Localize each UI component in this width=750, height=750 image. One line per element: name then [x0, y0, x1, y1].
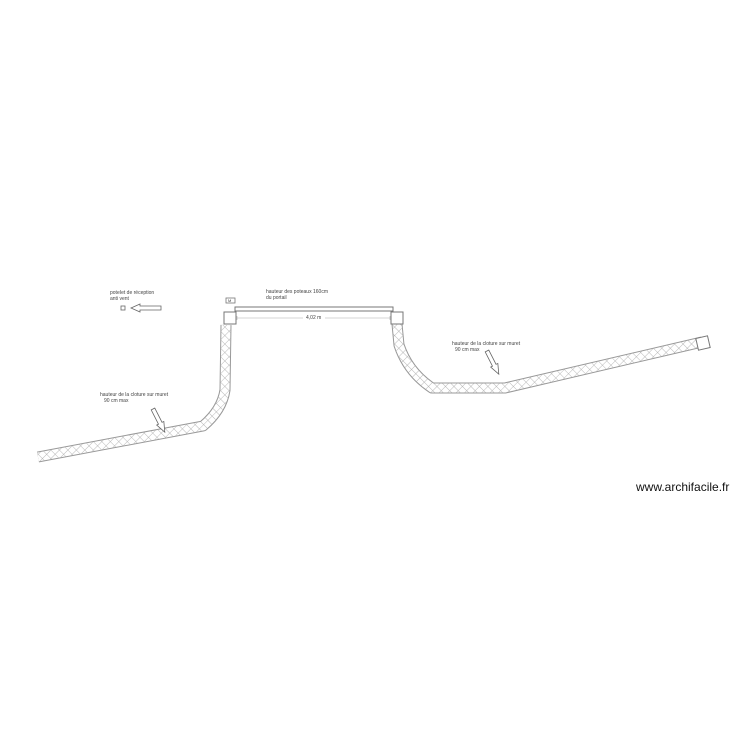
posts-height-label-line2: du portail [266, 295, 287, 301]
receiver-post-label-line2: anti vent [110, 296, 129, 302]
arrow-down-left-fence-icon [150, 407, 166, 434]
posts-height-label-line1: hauteur des poteaux 160cm [266, 289, 328, 295]
left-fence-wall [36, 324, 232, 463]
arrow-down-right-fence-icon [484, 349, 500, 376]
receiver-post-label-line1: poteIet de réception [110, 290, 155, 296]
left-fence-height-label-line1: hauteur de la cloture sur muret [100, 392, 169, 398]
right-fence-wall [391, 323, 704, 394]
watermark: www.archifacile.fr [636, 480, 730, 494]
gate-width-dimension: 4,02 m [306, 315, 322, 321]
gate-marker-label: M [228, 298, 232, 303]
receiver-post [120, 305, 126, 311]
right-fence-height-label-line2: 90 cm max [455, 347, 480, 353]
gate-leaf [234, 306, 394, 312]
gate-dimension-line [236, 315, 391, 321]
gate-marker-box [225, 297, 236, 304]
arrow-left-icon [130, 303, 162, 313]
right-fence-height-label-line1: hauteur de la cloture sur muret [452, 341, 521, 347]
left-fence-height-label-line2: 90 cm max [104, 398, 129, 404]
gate-post-right [390, 311, 404, 325]
end-post-right [695, 335, 711, 351]
gate-post-left [223, 311, 237, 325]
